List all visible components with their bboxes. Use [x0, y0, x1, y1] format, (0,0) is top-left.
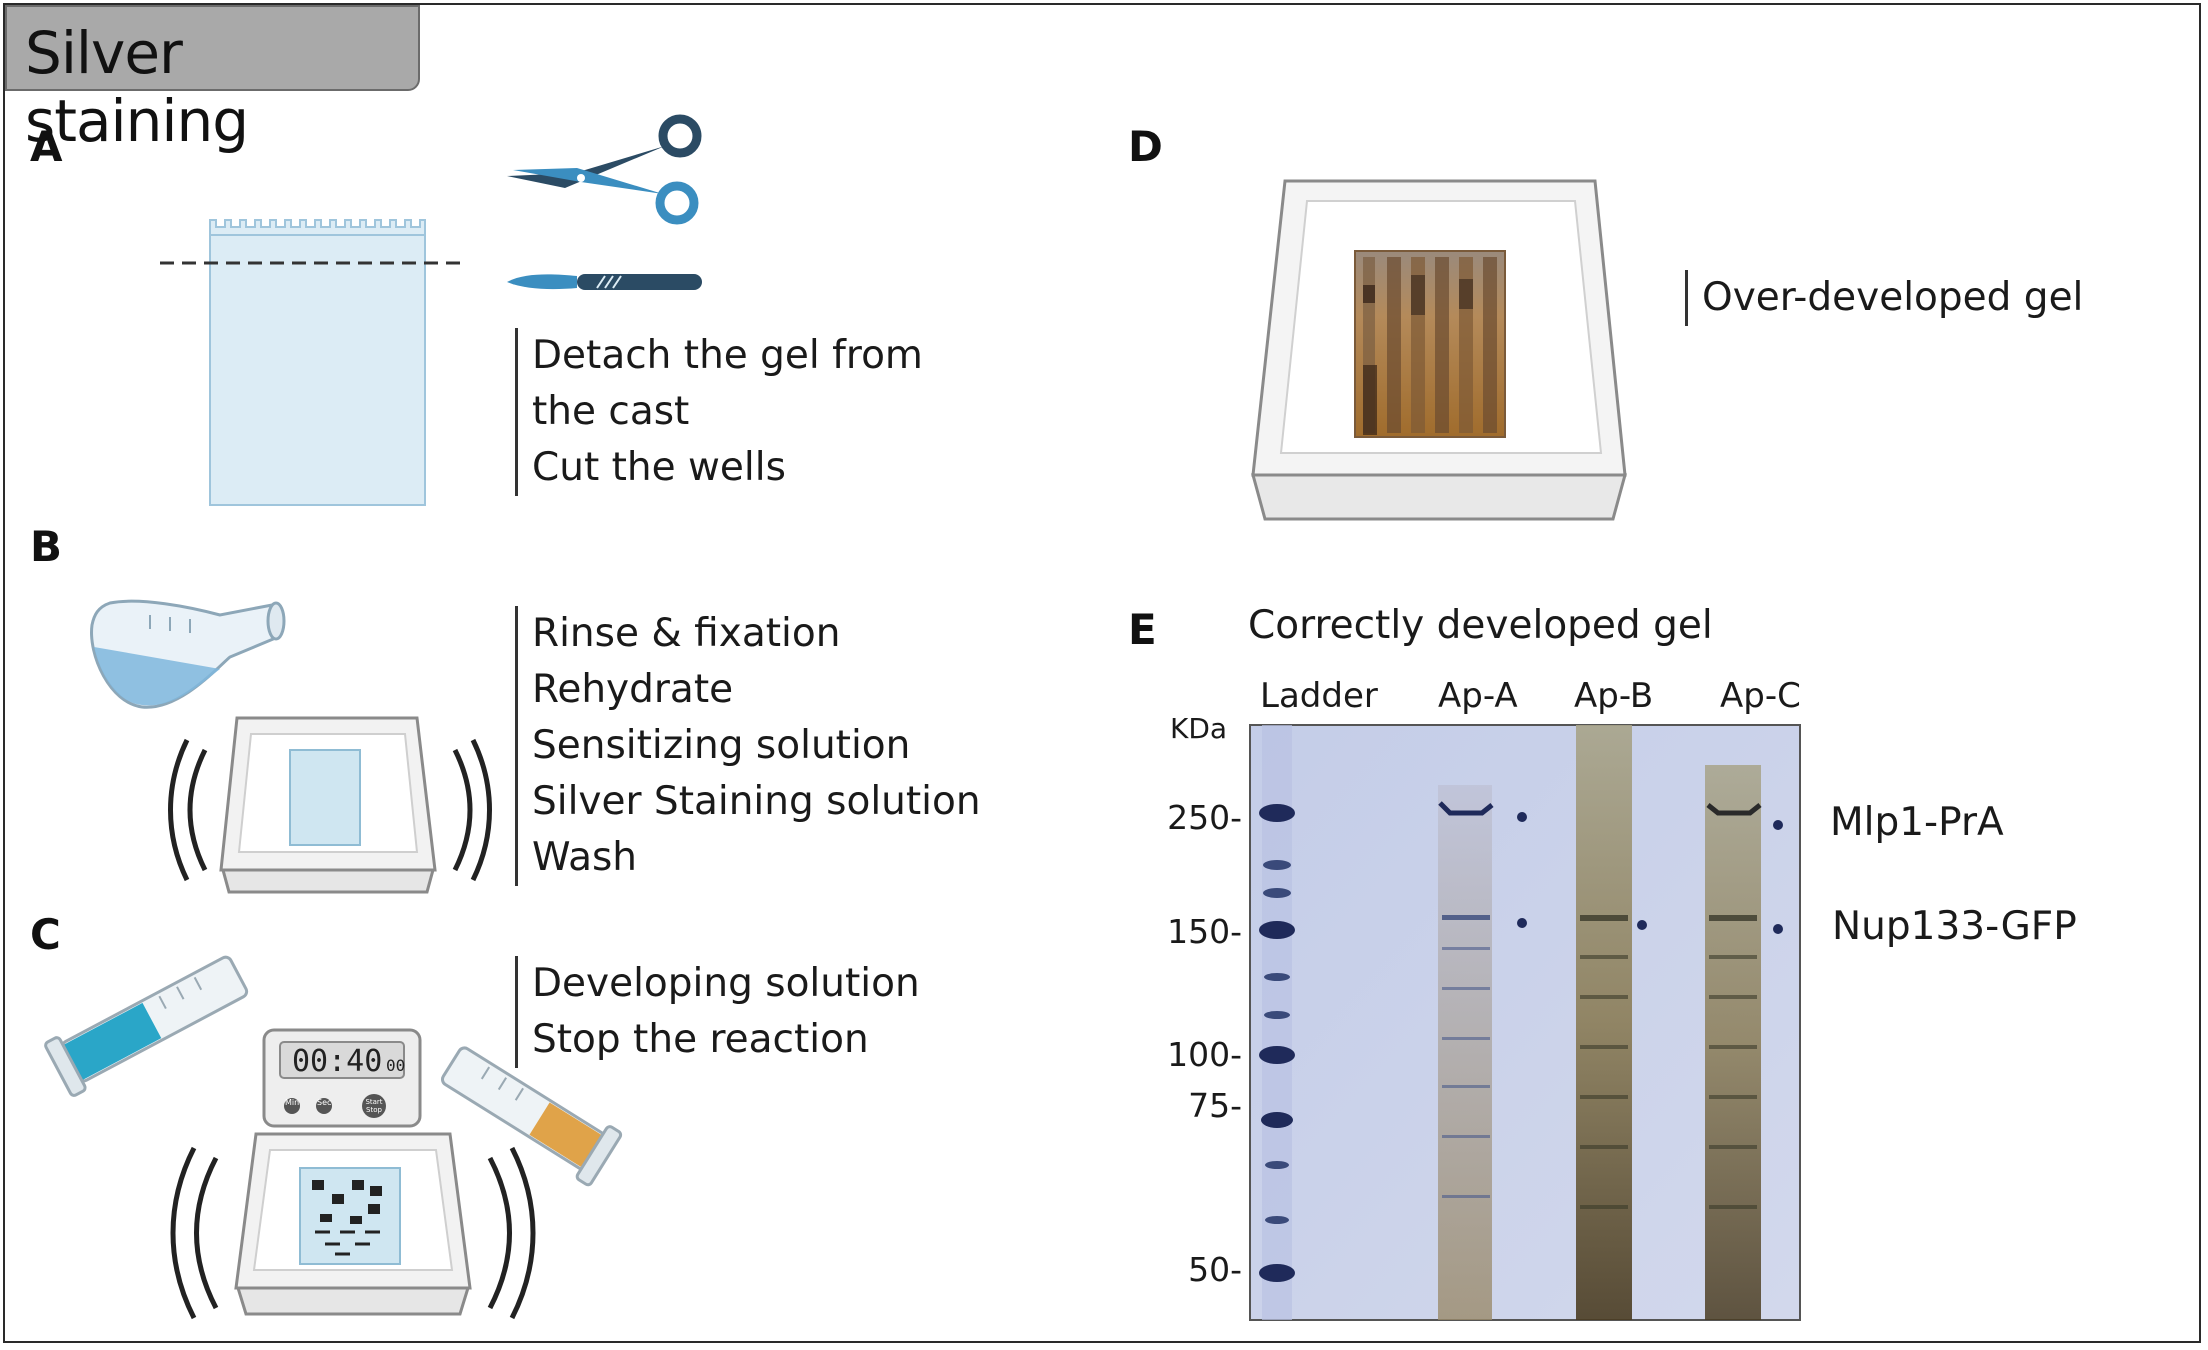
step-stop-reaction: Stop the reaction	[532, 1017, 869, 1062]
mw-marker-100: 100-	[1167, 1035, 1242, 1074]
panel-letter-b: B	[30, 522, 63, 571]
step-cut-wells: Cut the wells	[532, 445, 786, 490]
mw-marker-250: 250-	[1167, 798, 1242, 837]
correctly-developed-gel-label: Correctly developed gel	[1248, 603, 1713, 648]
title-tab: Silver staining	[5, 5, 420, 155]
step-the-cast: the cast	[532, 389, 690, 434]
step-wash: Wash	[532, 835, 638, 880]
step-silver-staining: Silver Staining solution	[532, 779, 981, 824]
panel-b-steps: Rinse & fixation Rehydrate Sensitizing s…	[515, 606, 981, 886]
step-sensitizing: Sensitizing solution	[532, 723, 911, 768]
kda-unit-label: KDa	[1170, 712, 1228, 745]
over-developed-gel-tray	[1251, 179, 1627, 521]
step-developing-solution: Developing solution	[532, 961, 920, 1006]
panel-a-steps: Detach the gel from the cast Cut the wel…	[515, 328, 923, 496]
panel-letter-c: C	[30, 910, 61, 959]
panel-letter-a: A	[30, 122, 63, 171]
timer-display: 00:40	[292, 1044, 383, 1079]
timer-icon	[262, 1028, 422, 1128]
lane-label-ap-c: Ap-C	[1720, 676, 1801, 716]
step-detach-gel: Detach the gel from	[532, 333, 923, 378]
mw-marker-75: 75-	[1188, 1086, 1242, 1125]
silver-stained-gel-scan	[1249, 724, 1801, 1321]
timer-display-small: 00	[386, 1056, 406, 1075]
step-rehydrate: Rehydrate	[532, 667, 734, 712]
scalpel-icon	[507, 274, 702, 290]
erlenmeyer-flask-icon	[90, 599, 286, 709]
annotation-mlp1-pra: Mlp1-PrA	[1830, 800, 2004, 845]
figure-frame	[3, 3, 2201, 1343]
step-rinse-fixation: Rinse & fixation	[532, 611, 841, 656]
mw-marker-50: 50-	[1188, 1250, 1242, 1289]
panel-letter-d: D	[1128, 122, 1163, 171]
timer-button-min: Min	[285, 1098, 300, 1107]
over-developed-gel-label: Over-developed gel	[1702, 275, 2084, 320]
panel-letter-e: E	[1128, 605, 1157, 654]
panel-c-steps: Developing solution Stop the reaction	[515, 956, 920, 1068]
annotation-nup133-gfp: Nup133-GFP	[1832, 904, 2077, 949]
lane-label-ladder: Ladder	[1260, 676, 1378, 716]
graduated-cylinder-blue-icon	[44, 955, 249, 1097]
graduated-cylinder-amber-icon	[440, 1046, 623, 1187]
scissors-icon	[507, 114, 702, 225]
lane-label-ap-a: Ap-A	[1438, 676, 1518, 716]
panel-d-label-group: Over-developed gel	[1685, 270, 2083, 326]
lane-label-ap-b: Ap-B	[1574, 676, 1654, 716]
mw-marker-150: 150-	[1167, 912, 1242, 951]
shaking-tray-b-illustration	[168, 716, 492, 894]
timer-button-start-stop: Start Stop	[365, 1098, 383, 1114]
figure-title: Silver staining	[25, 19, 249, 155]
timer-button-sec: Sec	[317, 1098, 332, 1107]
gel-cast-illustration	[160, 219, 465, 506]
shaking-tray-c-illustration	[170, 1132, 536, 1320]
